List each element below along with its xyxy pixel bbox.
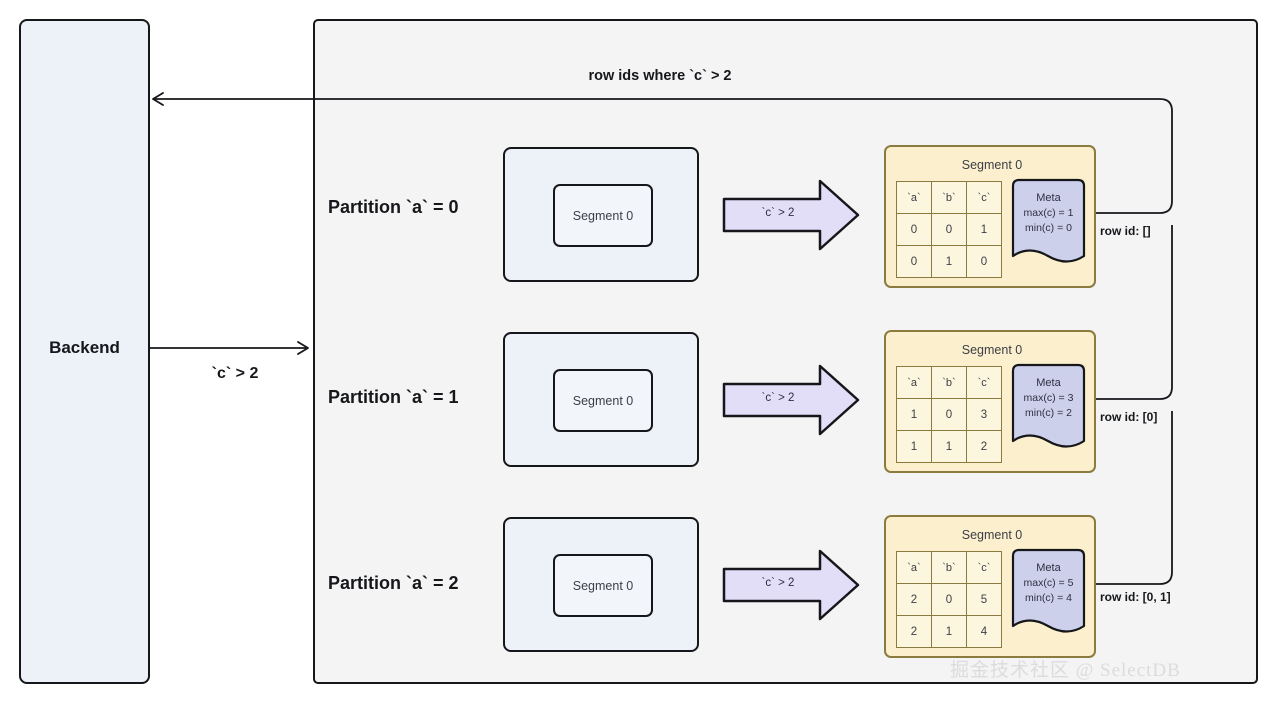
table-header-cell: `b` [931,551,967,584]
partition-segment-1: Segment 0 [553,369,653,432]
request-label: `c` > 2 [211,365,259,382]
partition-label-2: Partition `a` = 2 [328,573,459,593]
filter-arrow-0: `c` > 2 [722,177,862,253]
table-header-cell: `c` [966,181,1002,214]
partition-segment-0: Segment 0 [553,184,653,247]
response-label: row ids where `c` > 2 [588,68,732,84]
table-cell: 0 [966,245,1002,278]
table-row: 0 0 1 [896,213,1002,246]
meta-note-1: Meta max(c) = 3 min(c) = 2 [1011,362,1086,457]
table-header-cell: `c` [966,366,1002,399]
table-cell: 0 [931,583,967,616]
table-header-cell: `b` [931,181,967,214]
table-row: 2 1 4 [896,615,1002,648]
table-cell: 1 [931,430,967,463]
meta-note-0: Meta max(c) = 1 min(c) = 0 [1011,177,1086,272]
table-header-row: `a` `b` `c` [896,551,1002,584]
segment-card-title-2: Segment 0 [961,528,1023,542]
row-id-label-0: row id: [] [1100,224,1151,238]
table-header-cell: `a` [896,181,932,214]
table-cell: 0 [931,398,967,431]
table-cell: 4 [966,615,1002,648]
table-header-row: `a` `b` `c` [896,366,1002,399]
table-cell: 2 [966,430,1002,463]
table-row: 0 1 0 [896,245,1002,278]
table-cell: 1 [896,398,932,431]
partition-segment-2: Segment 0 [553,554,653,617]
meta-note-2: Meta max(c) = 5 min(c) = 4 [1011,547,1086,642]
table-header-row: `a` `b` `c` [896,181,1002,214]
table-cell: 1 [966,213,1002,246]
filter-arrow-2: `c` > 2 [722,547,862,623]
table-row: 1 0 3 [896,398,1002,431]
segment-table-1: `a` `b` `c` 1 0 3 1 1 2 [896,366,1002,463]
backend-node [19,19,150,684]
partition-box-0: Segment 0 [503,147,699,282]
table-cell: 0 [896,213,932,246]
partition-label-1: Partition `a` = 1 [328,387,459,407]
row-id-label-2: row id: [0, 1] [1100,590,1171,604]
table-row: 1 1 2 [896,430,1002,463]
segment-table-2: `a` `b` `c` 2 0 5 2 1 4 [896,551,1002,648]
table-header-cell: `a` [896,551,932,584]
segment-card-title-0: Segment 0 [961,158,1023,172]
table-cell: 0 [931,213,967,246]
table-cell: 5 [966,583,1002,616]
segment-card-title-1: Segment 0 [961,343,1023,357]
table-cell: 1 [931,245,967,278]
segment-card-0: Segment 0 `a` `b` `c` 0 0 1 0 1 0 [884,145,1096,288]
segment-card-2: Segment 0 `a` `b` `c` 2 0 5 2 1 4 [884,515,1096,658]
backend-label: Backend [49,338,120,357]
table-header-cell: `a` [896,366,932,399]
table-cell: 0 [896,245,932,278]
table-row: 2 0 5 [896,583,1002,616]
watermark: 掘金技术社区 @ SelectDB [950,660,1181,681]
table-cell: 1 [896,430,932,463]
segment-card-1: Segment 0 `a` `b` `c` 1 0 3 1 1 2 [884,330,1096,473]
partition-box-1: Segment 0 [503,332,699,467]
partition-box-2: Segment 0 [503,517,699,652]
table-cell: 2 [896,615,932,648]
table-header-cell: `c` [966,551,1002,584]
filter-arrow-1: `c` > 2 [722,362,862,438]
segment-table-0: `a` `b` `c` 0 0 1 0 1 0 [896,181,1002,278]
table-cell: 3 [966,398,1002,431]
table-cell: 2 [896,583,932,616]
table-cell: 1 [931,615,967,648]
row-id-label-1: row id: [0] [1100,410,1158,424]
table-header-cell: `b` [931,366,967,399]
